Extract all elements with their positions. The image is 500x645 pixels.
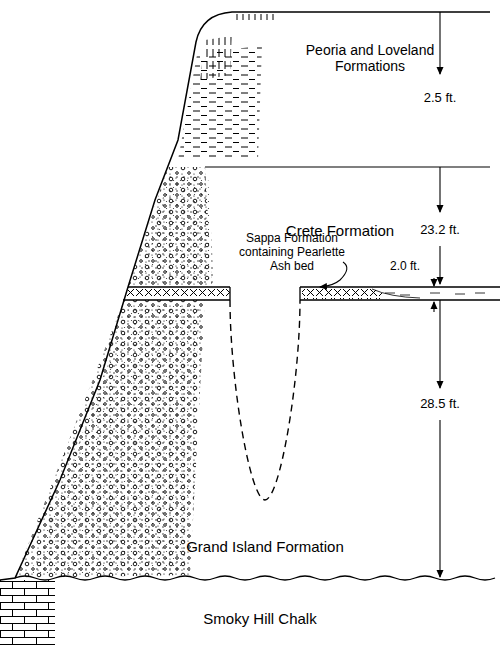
formation-name: Smoky Hill Chalk xyxy=(203,610,316,627)
formation-name: Peoria and Loveland Formations xyxy=(300,42,440,74)
dimension: 28.5 ft. xyxy=(417,396,463,413)
dimension: 2.0 ft. xyxy=(390,260,420,274)
formation-note: Sappa Formation containing Pearlette Ash… xyxy=(230,232,355,273)
dimension: 2.5 ft. xyxy=(421,90,460,107)
formation-name: Grand Island Formation xyxy=(186,538,344,555)
dimension: 23.2 ft. xyxy=(417,222,463,239)
